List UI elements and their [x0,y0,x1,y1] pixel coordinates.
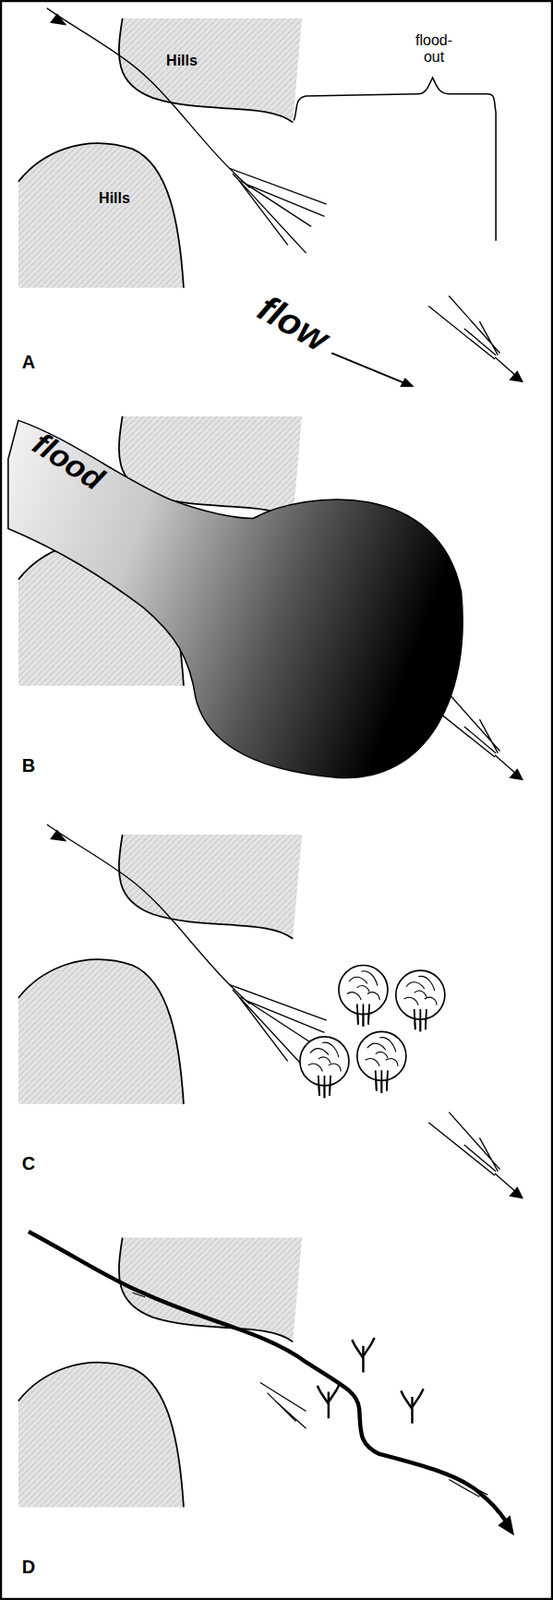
bracket-label: flood-out [405,32,463,65]
panel-letter: C [22,1153,36,1174]
panel-letter: B [22,755,36,776]
panel-letter: D [22,1556,36,1577]
hill-region: Hills [98,190,131,207]
hill-label: Hills [166,52,198,70]
hill-region: Hills [166,52,198,70]
panel-letter: A [22,351,36,373]
flow-label: flow [251,287,336,360]
hill-label: Hills [98,190,131,207]
